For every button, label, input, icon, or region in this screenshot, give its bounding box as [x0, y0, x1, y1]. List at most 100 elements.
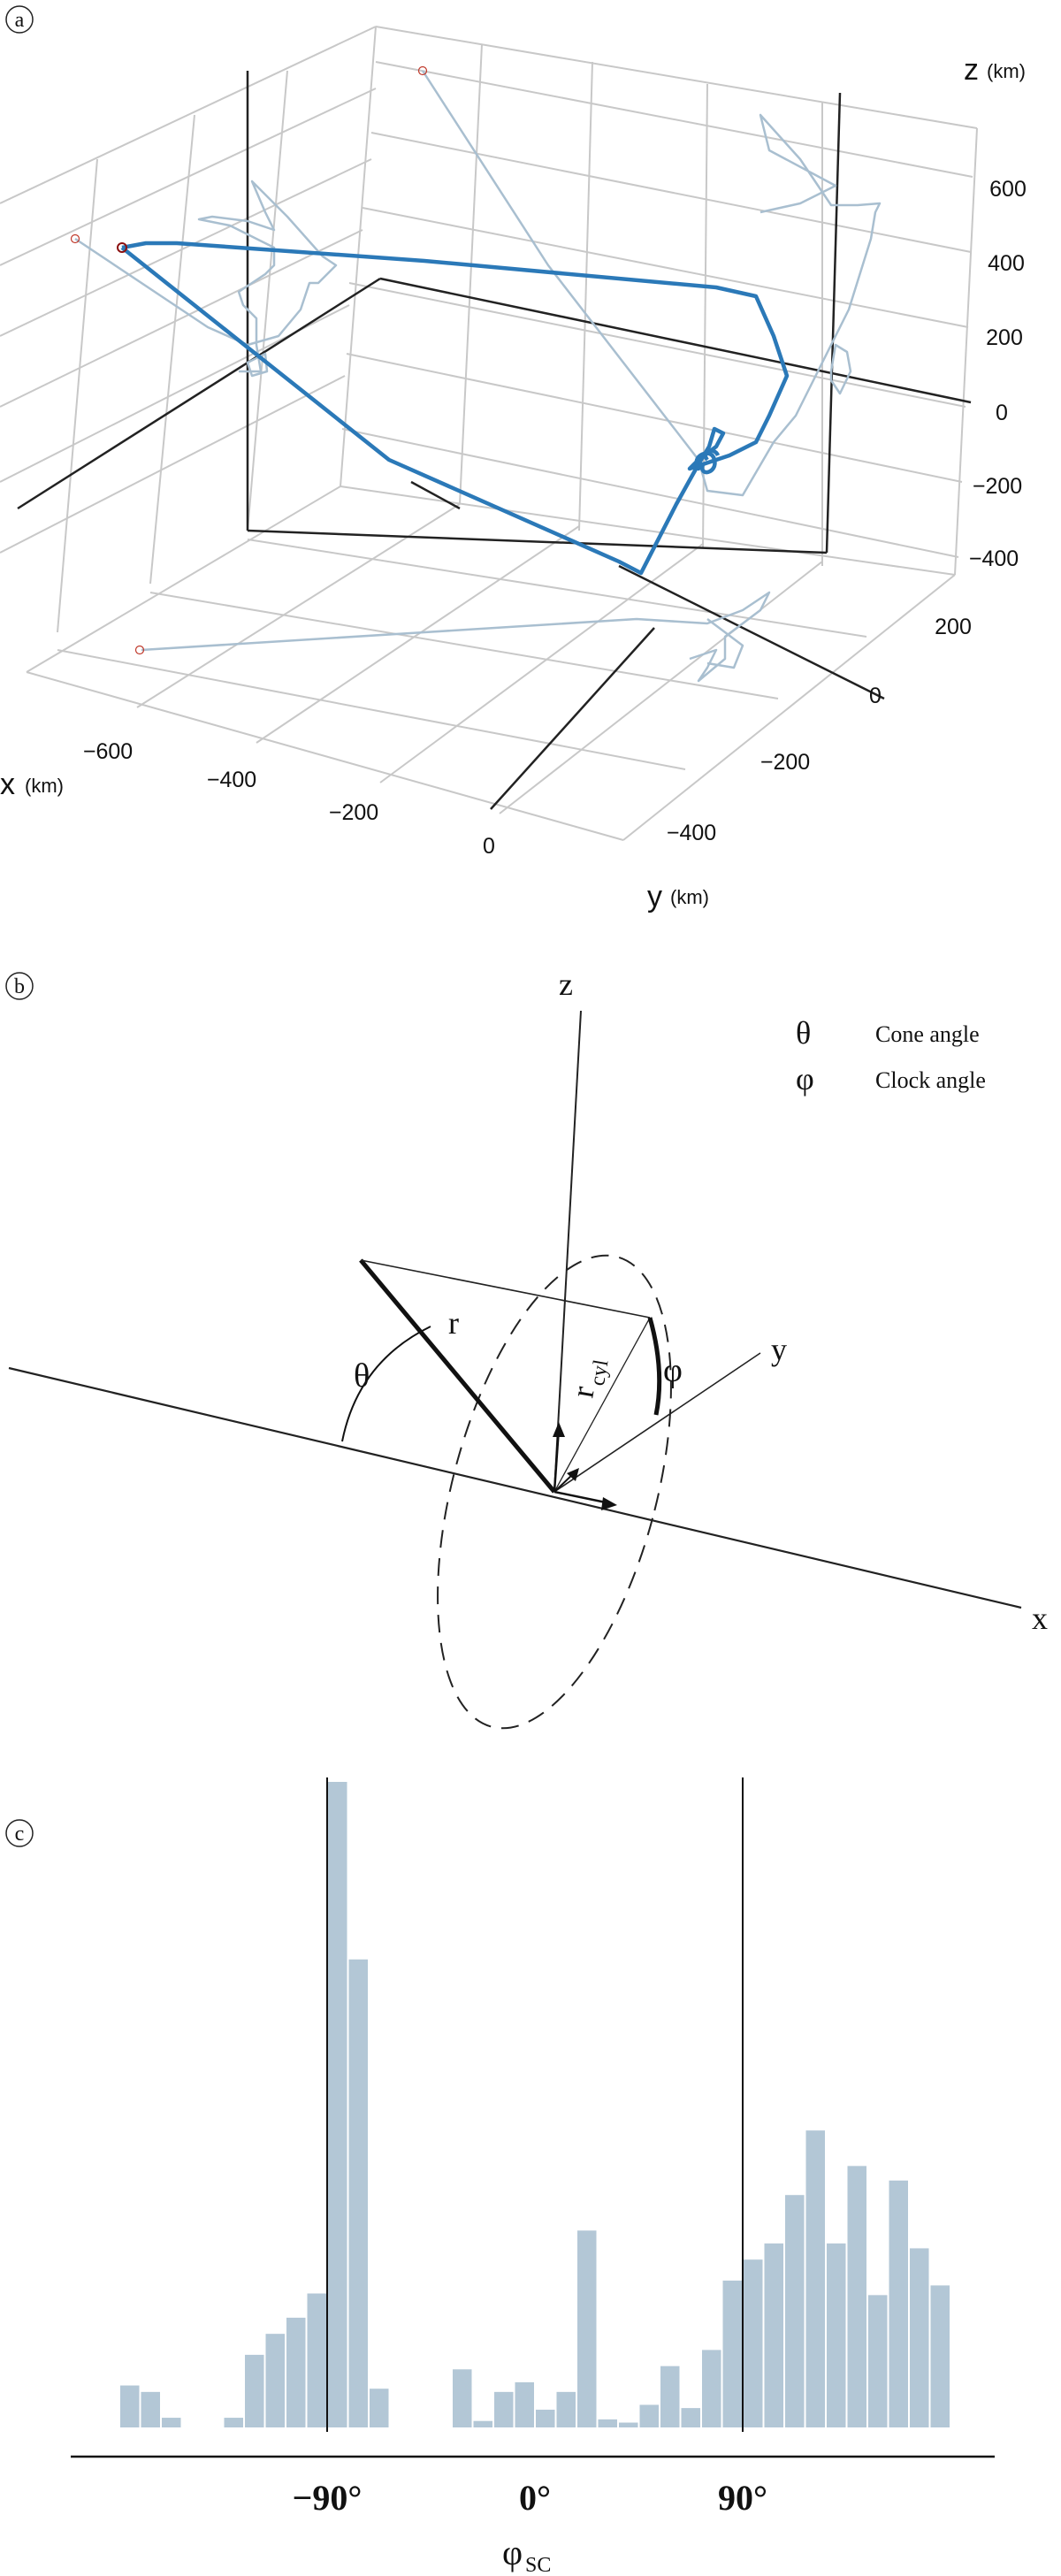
tick-minus-90: −90° [293, 2478, 363, 2518]
marker-projection-yz [417, 65, 428, 76]
panel-a-z-ticks: 600 400 200 0 −200 −400 z (km) [964, 53, 1027, 571]
r-projection-line [360, 1259, 651, 1319]
panel-b-label-circle [5, 972, 34, 1000]
histogram-bar [120, 2385, 140, 2427]
tick-plus-90: 90° [718, 2478, 767, 2518]
panel-c-label: c [15, 1823, 25, 1846]
panel-a-label: a [15, 9, 25, 32]
panel-a-main-trajectory [117, 241, 790, 576]
panel-a-projection-trajectories [74, 70, 882, 683]
histogram-bar [598, 2419, 617, 2427]
panel-a-start-markers [70, 65, 428, 655]
r-vector [359, 1258, 556, 1494]
svg-text:r: r [564, 1384, 600, 1401]
z-label: z [559, 967, 573, 1002]
histogram-bar [702, 2350, 721, 2427]
svg-text:cyl: cyl [586, 1357, 614, 1387]
histogram-bar [328, 1782, 347, 2427]
histogram-bar [494, 2391, 514, 2427]
histogram-bar [162, 2418, 181, 2427]
svg-text:φ: φ [502, 2533, 523, 2572]
y-tick: 200 [935, 615, 972, 639]
histogram-bar [785, 2195, 805, 2427]
panel-b-angle-diagram: b z y x r θ φ r cyl θ Cone angle φ Clock… [5, 967, 1048, 1730]
svg-text:SC: SC [525, 2554, 551, 2576]
phi-arc [647, 1317, 662, 1416]
marker-main-start [117, 242, 127, 253]
x-tick: 0 [483, 834, 495, 859]
histogram-bar [245, 2354, 264, 2427]
panel-c-label-circle [5, 1819, 34, 1847]
histogram-bar [805, 2130, 825, 2427]
y-tick: 0 [869, 684, 882, 708]
panel-a-x-ticks: −600 −400 −200 0 x (km) [0, 739, 495, 859]
x-axis-line [8, 1366, 1022, 1609]
histogram-bar [307, 2293, 326, 2427]
x-tick: −200 [329, 800, 378, 825]
y-axis-line [553, 1352, 761, 1493]
histogram-x-ticks: −90° 0° 90° [293, 2478, 767, 2518]
histogram-bar [286, 2317, 306, 2427]
y-axis-label: y [647, 880, 662, 913]
y-label: y [771, 1332, 787, 1367]
x-axis-unit: (km) [25, 775, 64, 797]
z-tick: 200 [986, 325, 1023, 350]
histogram-bar [453, 2369, 472, 2427]
histogram-bar [224, 2418, 243, 2427]
z-axis-line [553, 1010, 582, 1493]
z-tick: −400 [969, 547, 1019, 571]
panel-a-label-circle [5, 5, 34, 34]
histogram-bar [910, 2248, 929, 2427]
z-tick: −200 [973, 474, 1022, 499]
histogram-bar [473, 2420, 492, 2427]
histogram-bar [930, 2285, 950, 2427]
panel-a-y-ticks: 200 0 −200 −400 y (km) [647, 615, 972, 913]
z-axis-label: z [964, 53, 979, 87]
histogram-bar [536, 2409, 555, 2427]
histogram-bar [141, 2391, 160, 2427]
histogram-bar [681, 2408, 700, 2427]
histogram-bar [847, 2166, 866, 2427]
histogram-bar [577, 2230, 597, 2427]
histogram-bar [515, 2381, 534, 2427]
histogram-bar [889, 2180, 908, 2427]
histogram-bars [120, 1782, 950, 2427]
panel-a-trajectory-3d: a [0, 5, 1027, 913]
x-tick: −400 [207, 768, 256, 792]
legend-clock-angle: Clock angle [875, 1067, 986, 1093]
rcyl-label: r cyl [564, 1357, 614, 1401]
theta-label: θ [354, 1357, 370, 1395]
r-label: r [448, 1305, 459, 1341]
y-tick: −400 [667, 821, 716, 845]
circle-of-rcyl [437, 1254, 672, 1730]
histogram-bar [619, 2422, 638, 2427]
legend-theta-symbol: θ [796, 1015, 811, 1051]
z-tick: 400 [988, 251, 1025, 276]
histogram-bar [868, 2295, 888, 2427]
histogram-bar [764, 2243, 783, 2427]
histogram-bar [370, 2389, 389, 2427]
panel-b-label: b [14, 975, 25, 998]
histogram-bar [639, 2404, 659, 2427]
histogram-x-label: φ SC [502, 2533, 551, 2576]
y-axis-unit: (km) [670, 886, 709, 908]
marker-projection-xz [70, 233, 80, 244]
y-tick: −200 [760, 750, 810, 775]
rcyl-line [553, 1317, 651, 1493]
z-tick: 600 [989, 177, 1027, 202]
z-tick: 0 [996, 401, 1008, 425]
histogram-bar [660, 2366, 680, 2427]
x-axis-label: x [0, 768, 15, 801]
tick-zero: 0° [519, 2478, 551, 2518]
histogram-bar [744, 2259, 763, 2427]
histogram-bar [348, 1959, 368, 2427]
phi-label: φ [663, 1352, 683, 1389]
x-label: x [1032, 1601, 1048, 1636]
theta-arc [341, 1326, 431, 1442]
histogram-bar [827, 2243, 846, 2427]
histogram-bar [556, 2391, 576, 2427]
x-tick: −600 [83, 739, 133, 764]
legend-cone-angle: Cone angle [875, 1021, 980, 1047]
histogram-bar [722, 2280, 742, 2427]
panel-c-histogram: c −90° 0° 90° φ SC [5, 1777, 995, 2576]
